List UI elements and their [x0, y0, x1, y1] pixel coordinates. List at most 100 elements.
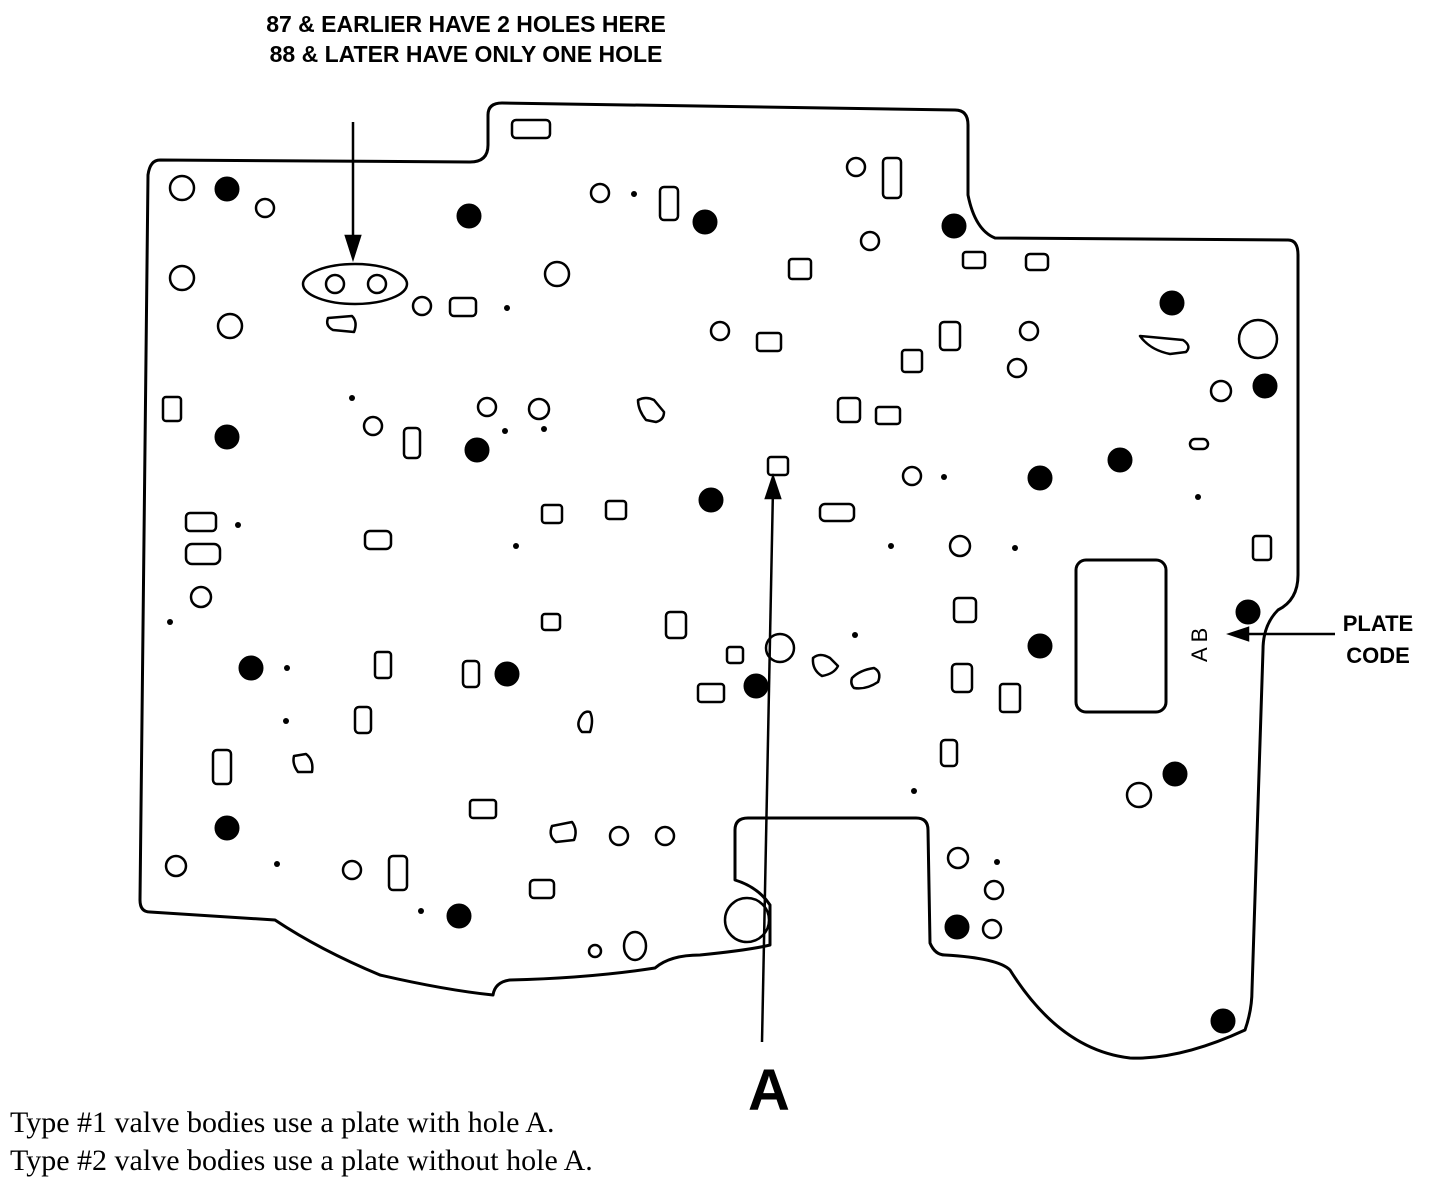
filled-hole	[944, 914, 970, 940]
port	[811, 653, 840, 678]
slot	[881, 156, 903, 200]
slot	[725, 645, 745, 665]
slot	[1024, 252, 1050, 272]
port	[850, 666, 881, 690]
pin-hole	[513, 543, 519, 549]
slot	[938, 320, 962, 352]
round-hole	[189, 585, 213, 609]
slot	[939, 738, 959, 768]
round-hole	[859, 230, 881, 252]
pin-hole	[283, 718, 289, 724]
pin-hole	[349, 395, 355, 401]
top-callout-line2: 88 & LATER HAVE ONLY ONE HOLE	[270, 41, 663, 67]
filled-hole	[743, 673, 769, 699]
round-hole	[587, 943, 603, 959]
pin-holes	[167, 191, 1201, 914]
slot	[836, 396, 862, 424]
slot	[184, 542, 222, 566]
pin-hole	[941, 474, 947, 480]
round-hole	[1237, 318, 1279, 360]
filled-hole	[446, 903, 472, 929]
slot	[461, 659, 481, 689]
round-hole	[1018, 320, 1040, 342]
type1-note: Type #1 valve bodies use a plate with ho…	[10, 1106, 554, 1139]
filled-hole	[1162, 761, 1188, 787]
round-hole	[654, 825, 676, 847]
port	[549, 820, 577, 844]
slot	[900, 348, 924, 374]
slot	[353, 705, 373, 735]
slot	[363, 529, 393, 551]
round-hole	[981, 918, 1003, 940]
two-hole-arrow-head	[344, 234, 362, 263]
round-hole	[164, 854, 188, 878]
pin-hole	[541, 426, 547, 432]
round-hole	[608, 825, 630, 847]
round-hole	[946, 846, 970, 870]
round-hole	[1125, 781, 1153, 809]
round-hole	[589, 182, 611, 204]
pin-hole	[1195, 494, 1201, 500]
plate-code-window	[1074, 558, 1168, 714]
slot	[510, 118, 552, 140]
slot	[540, 503, 564, 525]
slot	[998, 682, 1022, 714]
slot	[696, 682, 726, 704]
pin-hole	[235, 522, 241, 528]
pin-hole	[167, 619, 173, 625]
round-hole	[341, 859, 363, 881]
filled-hole	[494, 661, 520, 687]
pin-hole	[504, 305, 510, 311]
type2-note: Type #2 valve bodies use a plate without…	[10, 1144, 593, 1177]
filled-hole	[1107, 447, 1133, 473]
hole-a-label: A	[748, 1058, 790, 1123]
filled-hole	[698, 487, 724, 513]
slot	[387, 854, 409, 892]
slot	[952, 596, 978, 624]
slot	[755, 331, 783, 353]
plate-code-label-line1: PLATE	[1343, 611, 1413, 636]
pin-hole	[418, 908, 424, 914]
filled-hole	[692, 209, 718, 235]
round-hole	[362, 415, 384, 437]
filled-hole	[214, 815, 240, 841]
irregular-ports	[292, 314, 1190, 844]
round-hole	[216, 312, 244, 340]
pin-hole	[994, 859, 1000, 865]
slot	[184, 511, 218, 533]
filled-hole	[456, 203, 482, 229]
round-hole	[983, 879, 1005, 901]
round-hole	[622, 930, 648, 962]
slot	[787, 257, 813, 281]
plate-code-mark: A B	[1187, 628, 1212, 662]
pin-hole	[284, 665, 290, 671]
slot	[818, 502, 856, 523]
round-hole	[764, 632, 796, 664]
port	[292, 752, 314, 774]
pin-hole	[911, 788, 917, 794]
slot	[540, 612, 562, 632]
slot	[664, 610, 688, 640]
hole-a-arrow-shaft	[760, 487, 775, 1043]
filled-hole	[238, 655, 264, 681]
plate-code-label-line2: CODE	[1346, 643, 1410, 668]
pin-hole	[502, 428, 508, 434]
filled-hole	[464, 437, 490, 463]
slot	[448, 296, 478, 318]
round-hole	[254, 197, 276, 219]
port	[1138, 334, 1190, 356]
round-hole	[168, 174, 196, 202]
filled-hole	[214, 176, 240, 202]
two-hole-callout-ellipse	[301, 262, 409, 306]
round-hole	[1006, 357, 1028, 379]
slot	[961, 250, 987, 270]
hole-a-arrow-head	[764, 473, 782, 500]
plate-outline	[138, 101, 1300, 1060]
pin-hole	[274, 861, 280, 867]
pin-hole	[631, 191, 637, 197]
round-hole	[845, 156, 867, 178]
slot-holes	[161, 118, 1273, 900]
filled-hole	[214, 424, 240, 450]
slot	[604, 499, 628, 521]
